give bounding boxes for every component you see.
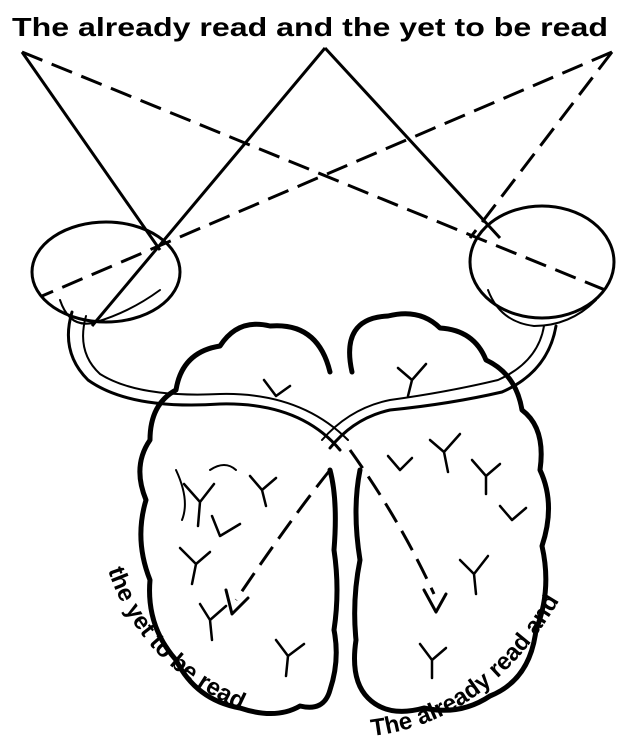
right-eye [470,206,614,326]
right-hemisphere-label-path: The already read and [369,589,565,742]
left-dashed-line-a [22,52,610,292]
left-hemisphere-label-path: the yet to be read [102,563,249,715]
center-solid-line-left [92,48,325,326]
optic-nerves [68,312,556,450]
diagram-title: The already read and the yet to be read [12,12,608,42]
center-solid-line-right [325,48,500,238]
left-hemisphere-label: the yet to be read [102,563,249,715]
right-dashed-line-b [470,52,612,238]
right-hemisphere-label: The already read and [369,589,565,742]
sight-lines [22,48,612,326]
